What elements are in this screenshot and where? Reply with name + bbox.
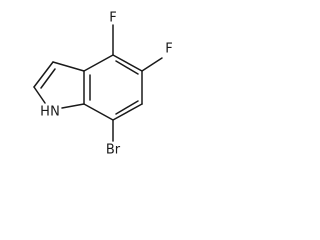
bond-c4-c5: [112, 54, 143, 72]
bond-c5-f: [141, 57, 163, 72]
bond-c3-c2-inner: [40, 68, 56, 89]
bond-c3a-c4: [83, 54, 114, 72]
atom-label-br: Br: [106, 143, 121, 158]
bond-c7-c7a: [83, 103, 114, 121]
bond-c6-c7: [112, 103, 143, 121]
atom-label-nh-hydrogen: H: [40, 105, 50, 120]
bond-n1-c7a: [61, 103, 85, 109]
atom-label-n: N: [50, 105, 60, 120]
atom-label-f-top: F: [109, 11, 116, 26]
bond-c3a-c3: [52, 61, 85, 72]
molecule-structure: F F H N Br: [33, 11, 173, 158]
bond-c2-n1: [33, 86, 46, 104]
bond-c3-c2: [33, 61, 54, 88]
bond-c4-c5-inner: [115, 60, 139, 75]
atom-label-f-right: F: [165, 42, 172, 57]
bond-c6-c7-inner: [115, 100, 139, 115]
